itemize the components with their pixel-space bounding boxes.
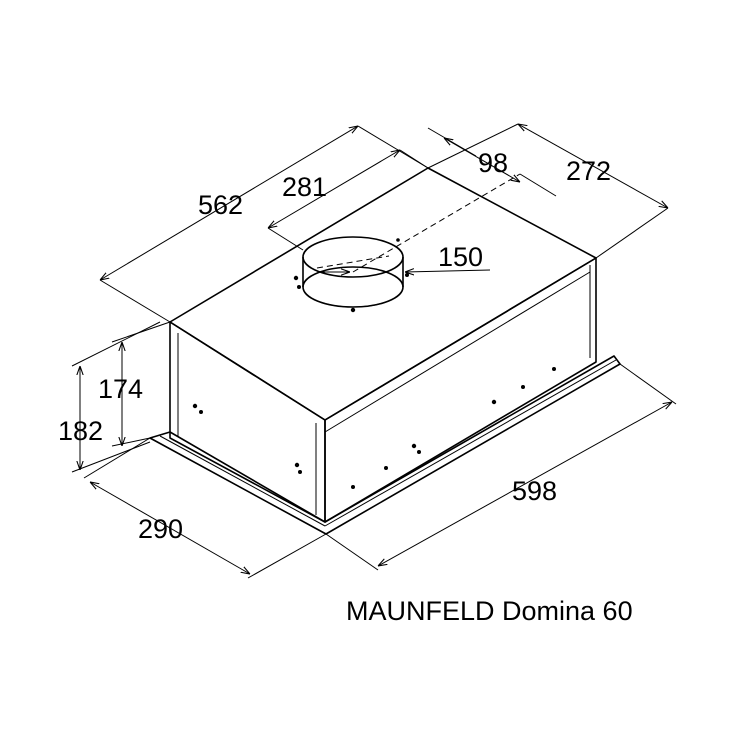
dimension-562: 562: [100, 126, 429, 323]
dimension-598-label: 598: [512, 476, 557, 506]
dimension-182-label: 182: [58, 416, 103, 446]
mounting-holes: [192, 367, 556, 489]
dimension-562-label: 562: [198, 190, 243, 220]
dimension-290-label: 290: [138, 514, 183, 544]
duct-outlet: [293, 236, 409, 313]
dimension-272: 272: [427, 124, 668, 259]
centre-lines: [316, 173, 521, 273]
dimension-174-label: 174: [98, 374, 143, 404]
bottom-frame: [149, 355, 621, 535]
dimension-174: 174: [98, 321, 171, 447]
dimension-150: 150: [318, 242, 491, 272]
dimension-98-label: 98: [478, 148, 508, 178]
dimension-272-label: 272: [566, 156, 611, 186]
dimension-150-label: 150: [438, 242, 483, 272]
dimension-598: 598: [325, 363, 677, 571]
dimension-281: 281: [268, 150, 429, 251]
dimension-98: 98: [427, 127, 557, 197]
dimension-281-label: 281: [282, 172, 327, 202]
dimension-182: 182: [58, 321, 161, 473]
dimension-290: 290: [83, 437, 327, 579]
model-caption: MAUNFELD Domina 60: [346, 596, 633, 626]
